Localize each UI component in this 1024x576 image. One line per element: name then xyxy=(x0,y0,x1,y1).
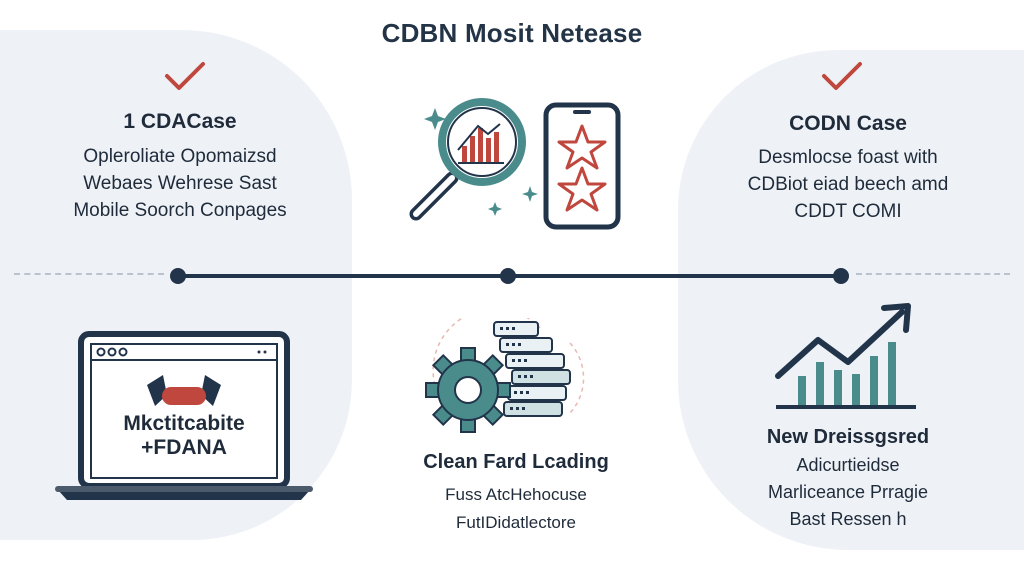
right-panel-bg xyxy=(678,50,1024,550)
left-case-line: Mobile Soorch Conpages xyxy=(73,200,287,221)
gear-icon xyxy=(425,347,511,433)
right-case-body: Desmlocse foast with CDBiot eiad beech a… xyxy=(698,144,998,225)
timeline-dot-right xyxy=(833,268,849,284)
center-bottom-line: Fuss AtcHehocuse xyxy=(445,485,587,504)
check-icon xyxy=(822,62,862,90)
right-bottom-line: Adicurtieidse xyxy=(796,455,900,475)
right-bottom-line: Marliceance Prragie xyxy=(767,482,929,502)
right-bottom-title: New Dreissgsred xyxy=(766,426,930,448)
page-title: CDBN Mosit Netease xyxy=(381,18,643,48)
left-case-body: Opleroliate Opomaizsd Webaes Wehrese Sas… xyxy=(30,143,330,224)
left-case-line: Opleroliate Opomaizsd xyxy=(83,146,277,167)
center-bottom-body: Fuss AtcHehocuse FutIDidatlectore xyxy=(392,481,640,537)
laptop-icon xyxy=(55,331,313,500)
right-case-line: CDBiot eiad beech amd xyxy=(747,174,949,195)
right-case-line: Desmlocse foast with xyxy=(758,147,938,168)
timeline-dot-left xyxy=(170,268,186,284)
laptop-screen-text: Mkctitcabite +FDANA xyxy=(95,412,273,460)
server-stack-icon xyxy=(425,318,585,433)
smartphone-star-icon xyxy=(543,102,621,230)
right-case-title: CODN Case xyxy=(789,112,907,135)
magnifier-chart-icon xyxy=(409,98,538,221)
check-icon xyxy=(165,62,205,90)
center-bottom-title: Clean Fard Lcading xyxy=(423,451,609,473)
center-bottom-line: FutIDidatlectore xyxy=(456,513,576,532)
right-bottom-body: Adicurtieidse Marliceance Prragie Bast R… xyxy=(718,452,978,533)
sparkle-icon xyxy=(424,108,538,216)
left-case-line: Webaes Wehrese Sast xyxy=(83,173,277,194)
right-bottom-line: Bast Ressen h xyxy=(789,509,907,529)
divider-dashed-right xyxy=(856,273,1010,275)
laptop-line: +FDANA xyxy=(141,436,227,459)
timeline-dot-center xyxy=(500,268,516,284)
right-case-line: CDDT COMI xyxy=(794,201,902,222)
left-case-title: 1 CDACase xyxy=(123,110,237,133)
laptop-line: Mkctitcabite xyxy=(123,412,245,435)
growth-chart-icon xyxy=(775,303,916,409)
divider-dashed-left xyxy=(14,273,164,275)
